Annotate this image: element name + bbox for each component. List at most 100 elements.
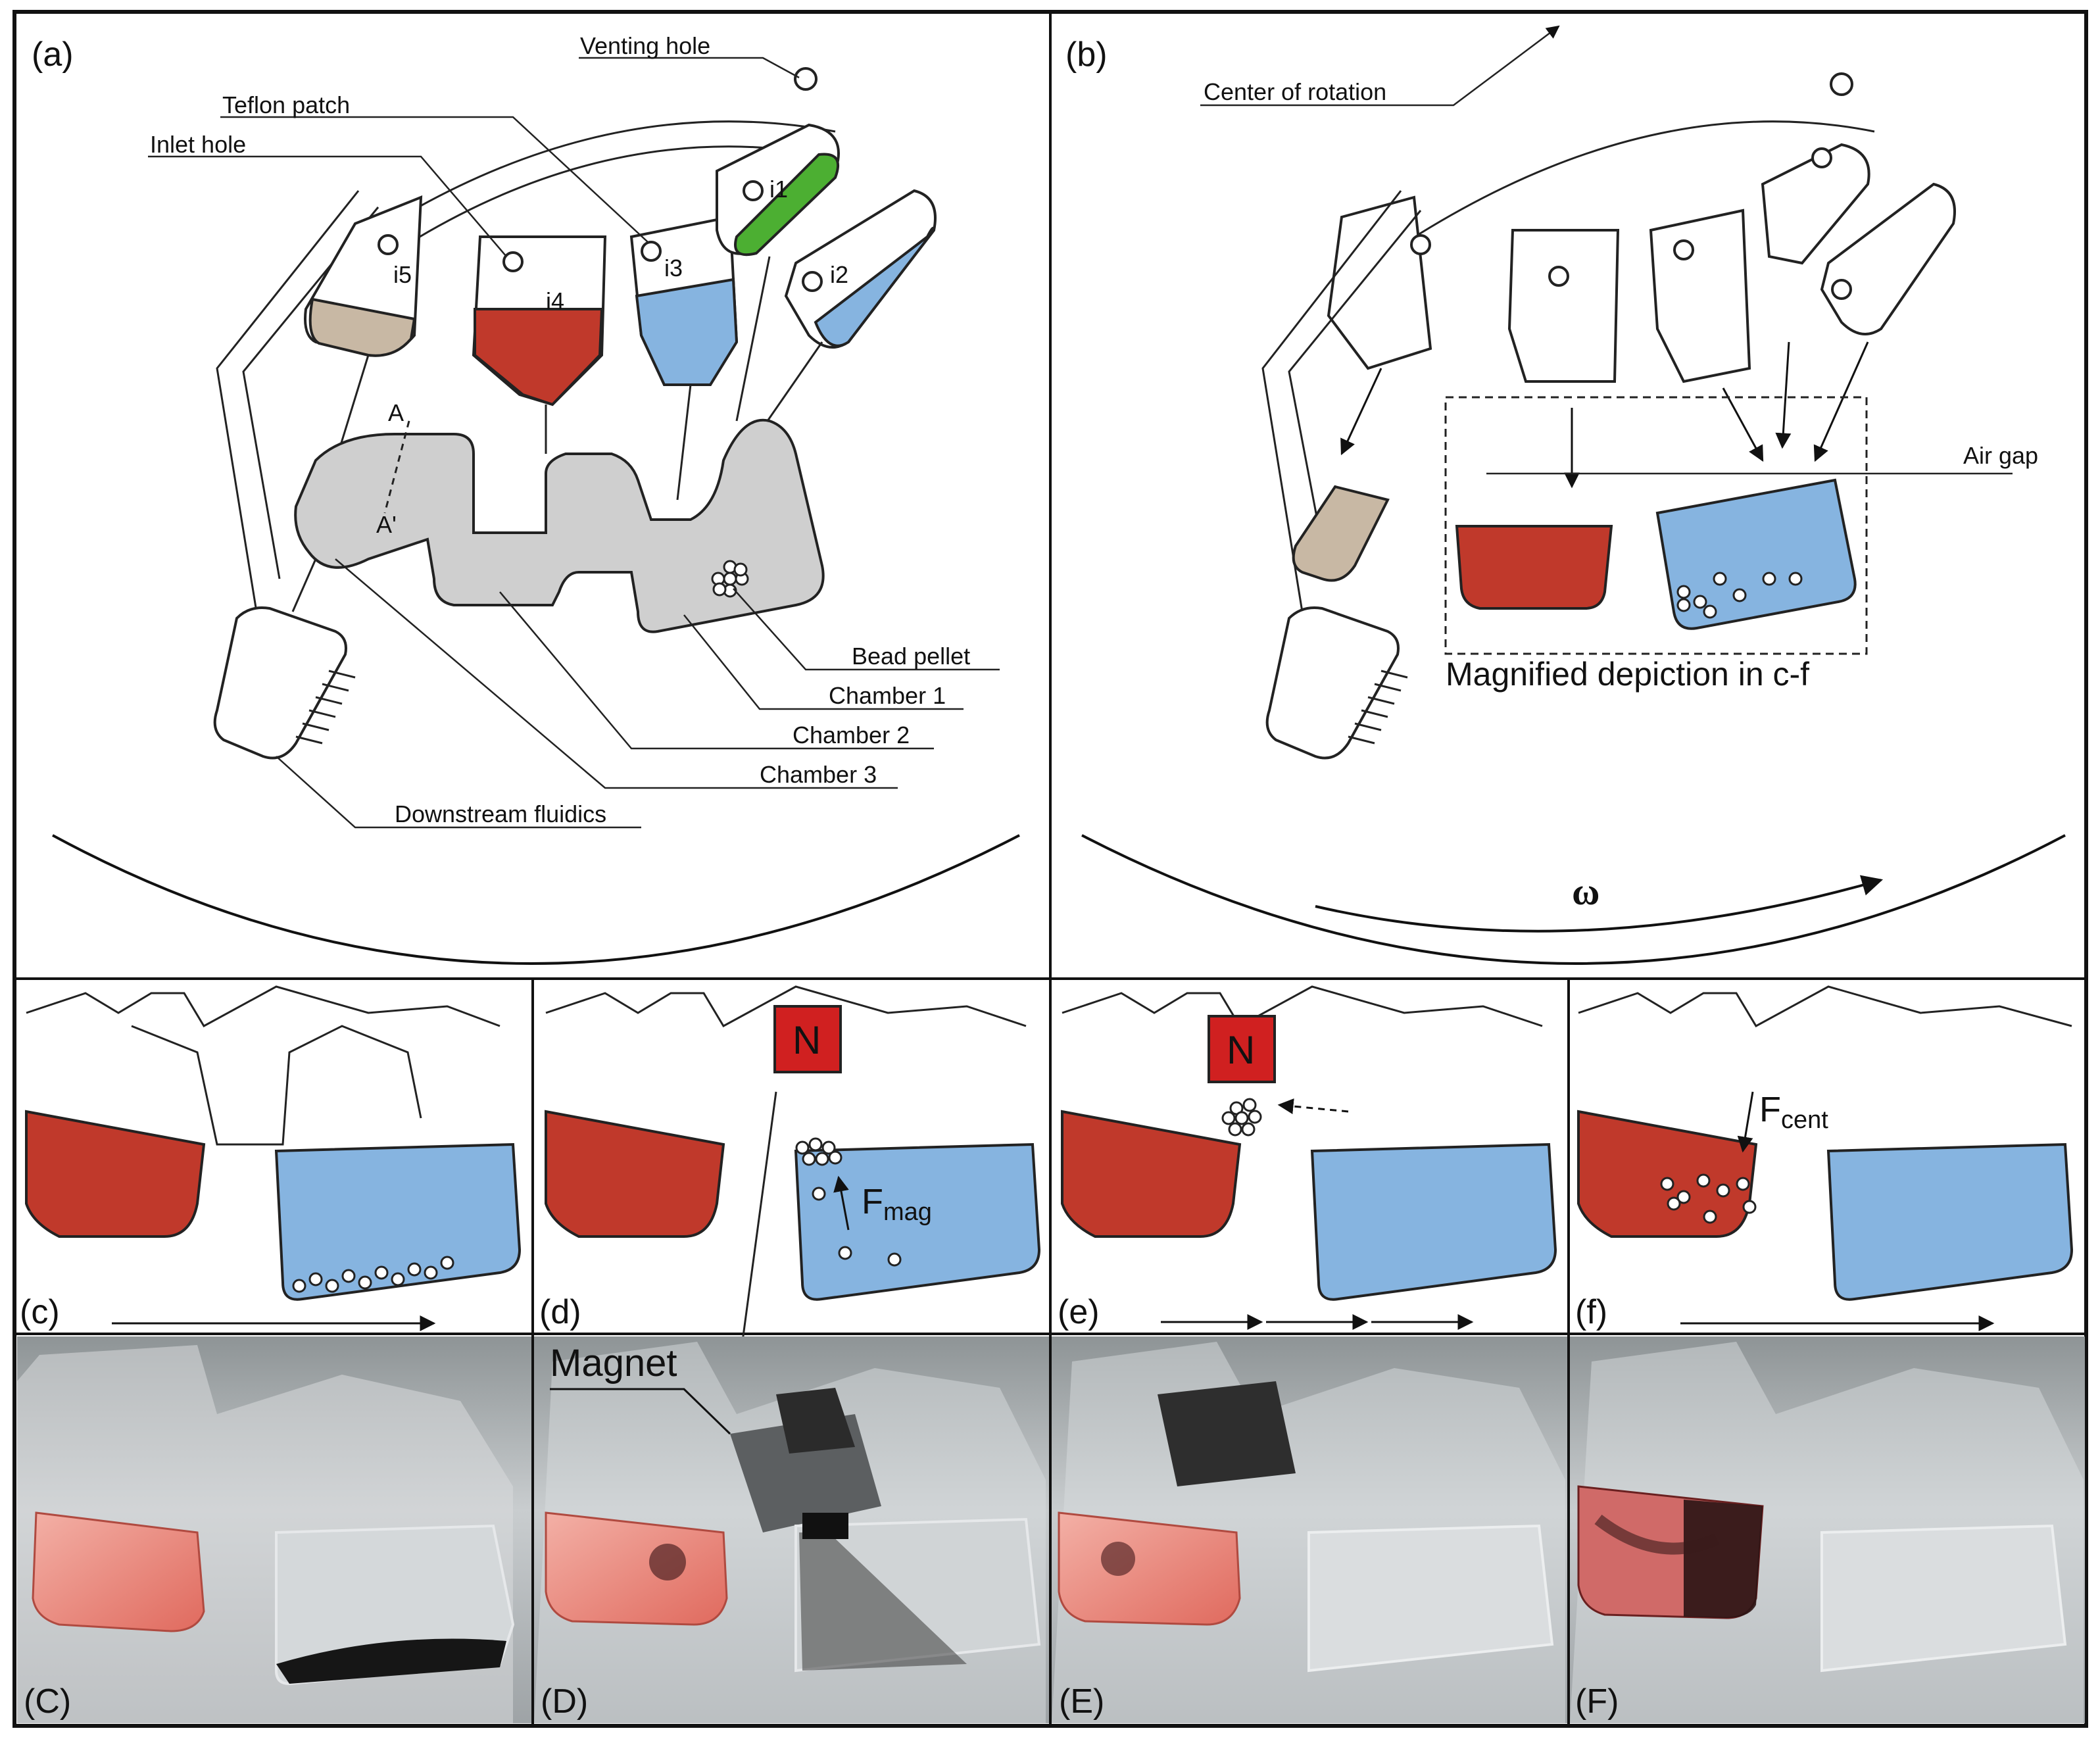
fluid-red-b [1455,525,1613,610]
flow-arrow-5 [1813,341,1869,462]
force-arrow-mag [833,1175,850,1231]
fluid-beige-b [1292,485,1390,582]
graduation-marks-b [1348,670,1408,745]
label-air-gap: Air gap [1963,442,2038,469]
panel-label-f: (f) [1575,1293,1607,1331]
label-chamber2: Chamber 2 [793,722,910,748]
panel-label-c: (c) [20,1293,60,1331]
dashed-arrow-e [1277,1098,1349,1114]
beads-f [1660,1173,1757,1224]
label-fcent: Fcent [1759,1090,1828,1134]
force-arrow-cent [1737,1091,1754,1153]
beads-d-cluster [795,1137,842,1166]
channel-downstream [291,558,317,612]
magnet-letter-e: N [1227,1028,1255,1072]
channels-e [1062,985,1543,1028]
rotation-arrow [1315,875,1884,933]
inlet-hole-i4-icon [502,251,524,272]
downstream-chamber [213,606,347,760]
leader-chamber2 [499,591,934,750]
label-omega: ω [1572,870,1599,913]
leader-venting [579,57,800,79]
outer-channel-b [1261,190,1402,612]
channels-c [26,985,501,1028]
inlet-empty-5-hole [1831,279,1852,300]
label-inlet-hole: Inlet hole [150,131,246,158]
panel-d: N Fmag (d) [539,985,1041,1434]
venting-hole-icon [794,67,818,91]
inlet-empty-3-hole [1673,239,1694,260]
leader-magnet-photo [550,1388,731,1435]
fluid-i2-blue [814,226,936,347]
beads-b [1676,572,1803,619]
fluid-i5-beige [308,297,416,357]
panel-label-C: (C) [24,1682,71,1721]
fluid-i3-blue [635,278,739,386]
leader-downstream [276,756,641,829]
fluid-blue-c [274,1142,522,1301]
disc-outer-arc-b [1081,834,2066,965]
label-magnified: Magnified depiction in c-f [1446,656,1809,693]
photo-F: (F) [1570,1336,2085,1723]
label-fmag: Fmag [862,1182,932,1226]
fluid-blue-b [1655,478,1857,630]
fluid-i4-red [474,308,604,406]
inlet-hole-i5-icon [378,234,399,255]
label-i3: i3 [664,255,683,282]
label-teflon-patch: Teflon patch [222,91,350,118]
panel-label-d: (d) [539,1293,581,1331]
label-i1: i1 [769,176,788,203]
channels-c-2 [131,1025,422,1146]
disc-outer-arc [52,834,1020,965]
leader-inlet [148,155,507,257]
disc-inner-arc-b [1394,120,1875,251]
label-magnet: Magnet [550,1342,677,1384]
panel-label-E: (E) [1059,1682,1104,1721]
fluid-blue-e [1310,1142,1557,1301]
disc-inner-arc-2 [368,145,823,271]
fluid-red-f [1577,1110,1758,1238]
inlet-empty-2-hole [1548,266,1569,287]
chamber-structure-gray [294,418,825,633]
label-downstream: Downstream fluidics [395,800,606,827]
label-i4: i4 [546,287,564,314]
beads-d-scattered [812,1187,902,1267]
fluid-red-d [545,1110,725,1238]
photo-D: Magnet (D) [534,1336,1049,1723]
magnet-icon-e [1208,1015,1276,1083]
panel-e: N (e) [1058,985,1557,1331]
inlet-hole-i1-icon [743,180,764,201]
fluid-red-c [25,1110,206,1238]
inlet-empty-1 [1327,195,1432,370]
channels-d [545,985,1027,1028]
channels-f [1578,985,2072,1028]
panel-b: (b) Center of rotation [1065,25,2066,965]
leader-chamber1 [683,614,964,710]
leader-bead [733,588,1000,671]
label-bead-pellet: Bead pellet [852,643,970,670]
inlet-empty-3 [1649,208,1751,383]
flow-arrow-3 [1722,387,1764,462]
label-i5: i5 [393,261,412,288]
fluid-blue-f [1826,1142,2074,1301]
venting-hole-b-icon [1830,72,1853,96]
inlet-empty-5 [1820,182,1956,335]
leader-chamber3 [335,558,898,789]
fluid-i1-green [734,153,839,257]
inlet-empty-2 [1507,229,1620,383]
inlet-hole-i3-icon [641,241,662,262]
inlet-hole-i2-icon [802,271,823,292]
label-venting-hole: Venting hole [580,32,710,59]
photo-E: (E) [1052,1336,1567,1723]
flow-arrow-4 [1775,341,1792,449]
fluid-red-e [1061,1110,1242,1238]
inlet-empty-4 [1761,143,1870,265]
panel-label-a: (a) [32,36,74,74]
panel-label-e: (e) [1058,1293,1100,1331]
label-i2: i2 [830,261,848,288]
channel-i1 [735,256,771,422]
section-line [383,420,410,514]
magnification-box [1444,396,1868,655]
label-chamber1: Chamber 1 [829,682,946,709]
